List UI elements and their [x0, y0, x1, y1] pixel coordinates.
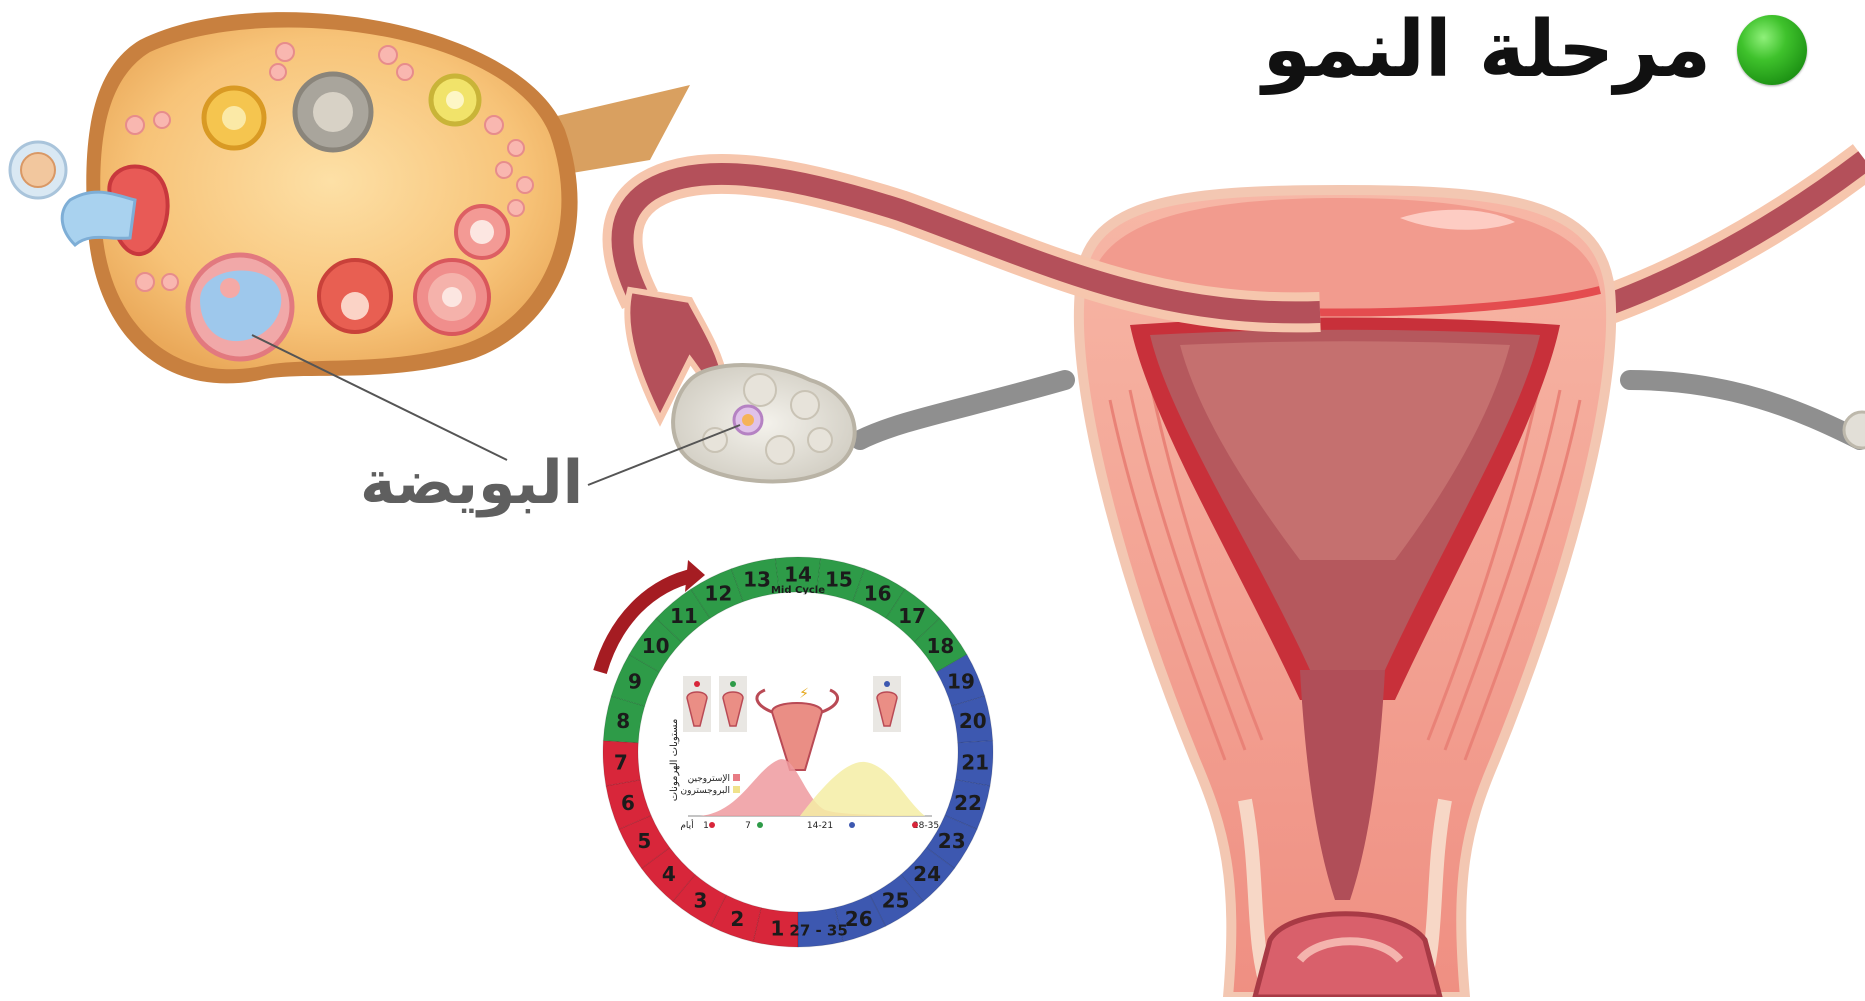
legend-swatch: [733, 774, 740, 781]
cycle-day-label: 13: [743, 567, 771, 591]
cycle-day-label: 21: [961, 750, 989, 774]
cycle-day-label: 27 - 35: [789, 921, 847, 939]
cycle-day-label: 16: [864, 581, 892, 605]
chart-phase-dot: [757, 822, 763, 828]
page-title: مرحلة النمو: [1263, 11, 1711, 89]
cycle-day-label: 23: [938, 829, 966, 853]
green-bullet-icon: [1737, 15, 1807, 85]
chart-phase-dot: [709, 822, 715, 828]
cycle-day-label: 10: [642, 634, 670, 658]
chart-x-label: أيام: [680, 819, 693, 831]
legend-label: الإستروجين: [688, 774, 730, 784]
cycle-day-label: 25: [882, 888, 910, 912]
chart-x-tick: 7: [745, 821, 751, 831]
chart-phase-dot: [912, 822, 918, 828]
cycle-day-label: 15: [825, 567, 853, 591]
released-egg-icon: [10, 142, 66, 198]
legend-swatch: [733, 786, 740, 793]
chart-x-tick: 14-21: [807, 821, 833, 831]
cycle-day-label: 20: [959, 709, 987, 733]
cycle-day-label: 18: [926, 634, 954, 658]
cycle-day-label: 11: [670, 604, 698, 628]
chart-phase-dot: [849, 822, 855, 828]
cycle-day-label: 1: [770, 916, 784, 940]
cycle-day-label: 6: [621, 791, 635, 815]
cycle-day-label: 7: [614, 750, 628, 774]
legend-label: البروجسترون: [681, 786, 731, 796]
cycle-day-label: 3: [694, 888, 708, 912]
phase-dot-icon: [730, 681, 736, 687]
chart-x-tick: 1: [703, 821, 709, 831]
egg-in-ovary-icon: [734, 406, 762, 434]
cycle-day-label: 8: [616, 709, 630, 733]
cycle-day-label: 12: [704, 581, 732, 605]
cycle-day-label: 5: [637, 829, 651, 853]
cycle-day-label: 2: [730, 907, 744, 931]
phase-dot-icon: [884, 681, 890, 687]
cycle-day-label: 4: [662, 862, 676, 886]
title-row: مرحلة النمو: [1263, 0, 1807, 100]
ovary-cross-section: [10, 12, 690, 460]
cycle-day-label: 14: [784, 563, 812, 587]
phase-dot-icon: [694, 681, 700, 687]
cycle-day-label: 22: [954, 791, 982, 815]
cycle-day-label: 26: [845, 907, 873, 931]
ovulation-spark-icon: ⚡: [799, 686, 809, 702]
cycle-day-label: 17: [898, 604, 926, 628]
chart-y-label: مستويات الهرمونات: [669, 719, 680, 802]
cycle-day-label: 19: [947, 670, 975, 694]
egg-label: البويضة: [360, 448, 583, 518]
cycle-day-label: 9: [628, 670, 642, 694]
cycle-day-label: 24: [913, 862, 941, 886]
